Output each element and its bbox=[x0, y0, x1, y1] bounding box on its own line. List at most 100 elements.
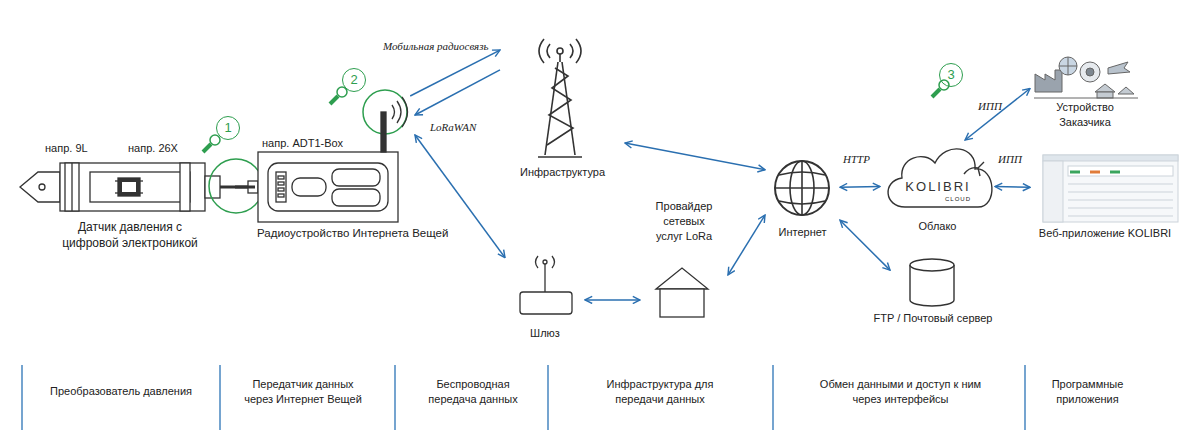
customer-icons bbox=[1097, 92, 1113, 98]
cell-tower bbox=[559, 54, 561, 62]
web-app-screenshot bbox=[1070, 171, 1080, 174]
callout-highlight bbox=[337, 87, 347, 97]
callout-highlight bbox=[203, 144, 211, 152]
customer-icons bbox=[1108, 62, 1130, 74]
pressure-sensor bbox=[205, 176, 220, 198]
node-text: Облако bbox=[880, 219, 995, 234]
iot-device bbox=[278, 182, 284, 185]
cell-tower bbox=[538, 39, 582, 157]
annotation-label: напр. 9L bbox=[45, 141, 125, 156]
annotation-label: Обмен данными и доступ к ним через интер… bbox=[808, 377, 993, 407]
edge-label: ИПП bbox=[998, 153, 1032, 165]
web-app-screenshot bbox=[1068, 192, 1173, 193]
pressure-sensor bbox=[20, 172, 60, 202]
node-text: Провайдер сетевых услуг LoRa bbox=[652, 199, 716, 244]
lora-gateway bbox=[536, 256, 555, 268]
customer-icons bbox=[1034, 57, 1138, 98]
connector-arrow bbox=[585, 299, 640, 301]
diagram-node: Устройство Заказчика bbox=[1030, 50, 1140, 127]
customer-icons bbox=[1034, 98, 1138, 99]
web-app-screenshot bbox=[1110, 171, 1120, 174]
connector-arrow bbox=[625, 143, 765, 170]
diagram-node: KOLIBRICLOUDОблако bbox=[880, 140, 995, 235]
lora-gateway bbox=[544, 264, 545, 292]
node-text: Шлюз bbox=[505, 326, 585, 341]
node-text: Датчик давления с цифровой электроникой bbox=[55, 219, 205, 251]
pressure-sensor bbox=[115, 192, 143, 193]
diagram-node: напр. ADT1-BoxРадиоустройство Интернета … bbox=[255, 96, 415, 242]
pressure-sensor bbox=[60, 163, 205, 211]
pressure-sensor bbox=[220, 186, 248, 189]
iot-device bbox=[392, 97, 408, 127]
provider-house bbox=[660, 289, 704, 317]
iot-device bbox=[268, 163, 388, 211]
annotation-label: напр. 26X bbox=[128, 141, 208, 156]
iot-device bbox=[278, 176, 284, 179]
callout-number: 3 bbox=[939, 63, 963, 87]
callout-number: 1 bbox=[216, 116, 240, 140]
web-app-screenshot bbox=[1043, 155, 1178, 161]
diagram-node: Интернет bbox=[765, 155, 840, 242]
diagram-node: Инфраструктура bbox=[500, 38, 625, 180]
iot-device bbox=[258, 97, 408, 222]
customer-icons bbox=[1059, 57, 1077, 75]
customer-icons bbox=[1086, 68, 1094, 76]
lora-gateway bbox=[520, 292, 572, 314]
callout-highlight bbox=[210, 135, 220, 145]
diagram-node: FTP / Почтовый сервер bbox=[890, 255, 975, 327]
customer-icons bbox=[1095, 84, 1115, 92]
web-app-screenshot bbox=[1068, 166, 1173, 176]
internet-globe bbox=[775, 187, 829, 189]
pressure-sensor bbox=[180, 163, 190, 211]
connector-arrow bbox=[840, 220, 890, 270]
web-app-screenshot bbox=[1043, 155, 1178, 222]
band-divider bbox=[547, 365, 548, 430]
node-text: CLOUD bbox=[945, 196, 985, 202]
band-divider bbox=[394, 365, 395, 430]
pressure-sensor bbox=[71, 163, 72, 211]
iot-device bbox=[276, 172, 286, 202]
connector-arrow bbox=[235, 185, 255, 188]
callout-highlight bbox=[330, 96, 338, 104]
band-divider bbox=[21, 365, 22, 430]
diagram-node: Провайдер сетевых услуг LoRa bbox=[640, 198, 728, 318]
web-app-screenshot bbox=[1068, 208, 1173, 209]
cell-tower bbox=[539, 39, 581, 63]
pressure-sensor bbox=[115, 180, 143, 181]
pressure-sensor bbox=[122, 182, 136, 192]
iot-device bbox=[381, 112, 386, 152]
edge-label: HTTP bbox=[843, 153, 883, 165]
connector-arrow bbox=[840, 186, 880, 188]
diagram-node: Веб-приложение KOLIBRI bbox=[1030, 153, 1180, 241]
node-text: Веб-приложение KOLIBRI bbox=[1025, 226, 1185, 241]
node-text: FTP / Почтовый сервер bbox=[858, 311, 1008, 326]
connector-arrow bbox=[415, 70, 500, 115]
connector-arrow bbox=[410, 50, 500, 96]
web-app-screenshot bbox=[1068, 184, 1173, 185]
pressure-sensor bbox=[65, 163, 79, 211]
edge-label: ИПП bbox=[978, 100, 1012, 112]
callout-number: 2 bbox=[342, 68, 366, 92]
diagram-node: Шлюз bbox=[505, 255, 585, 343]
pressure-sensor bbox=[248, 181, 258, 193]
provider-house bbox=[656, 268, 708, 317]
customer-icons bbox=[1118, 87, 1134, 94]
band-divider bbox=[1024, 365, 1025, 430]
internet-globe bbox=[775, 161, 829, 215]
connector-arrow bbox=[728, 215, 765, 275]
web-app-screenshot bbox=[1068, 216, 1173, 217]
web-app-screenshot bbox=[1068, 200, 1173, 201]
edge-label: Мобильная радиосвязь bbox=[383, 40, 523, 52]
iot-device bbox=[278, 194, 284, 197]
internet-globe bbox=[779, 172, 825, 204]
connector-arrow bbox=[965, 89, 1030, 141]
node-text: Интернет bbox=[760, 225, 845, 240]
annotation-label: Программные приложения bbox=[1045, 377, 1130, 407]
band-divider bbox=[219, 365, 220, 430]
iot-device bbox=[258, 152, 398, 222]
pressure-sensor bbox=[90, 172, 190, 202]
customer-icons bbox=[1059, 57, 1077, 75]
